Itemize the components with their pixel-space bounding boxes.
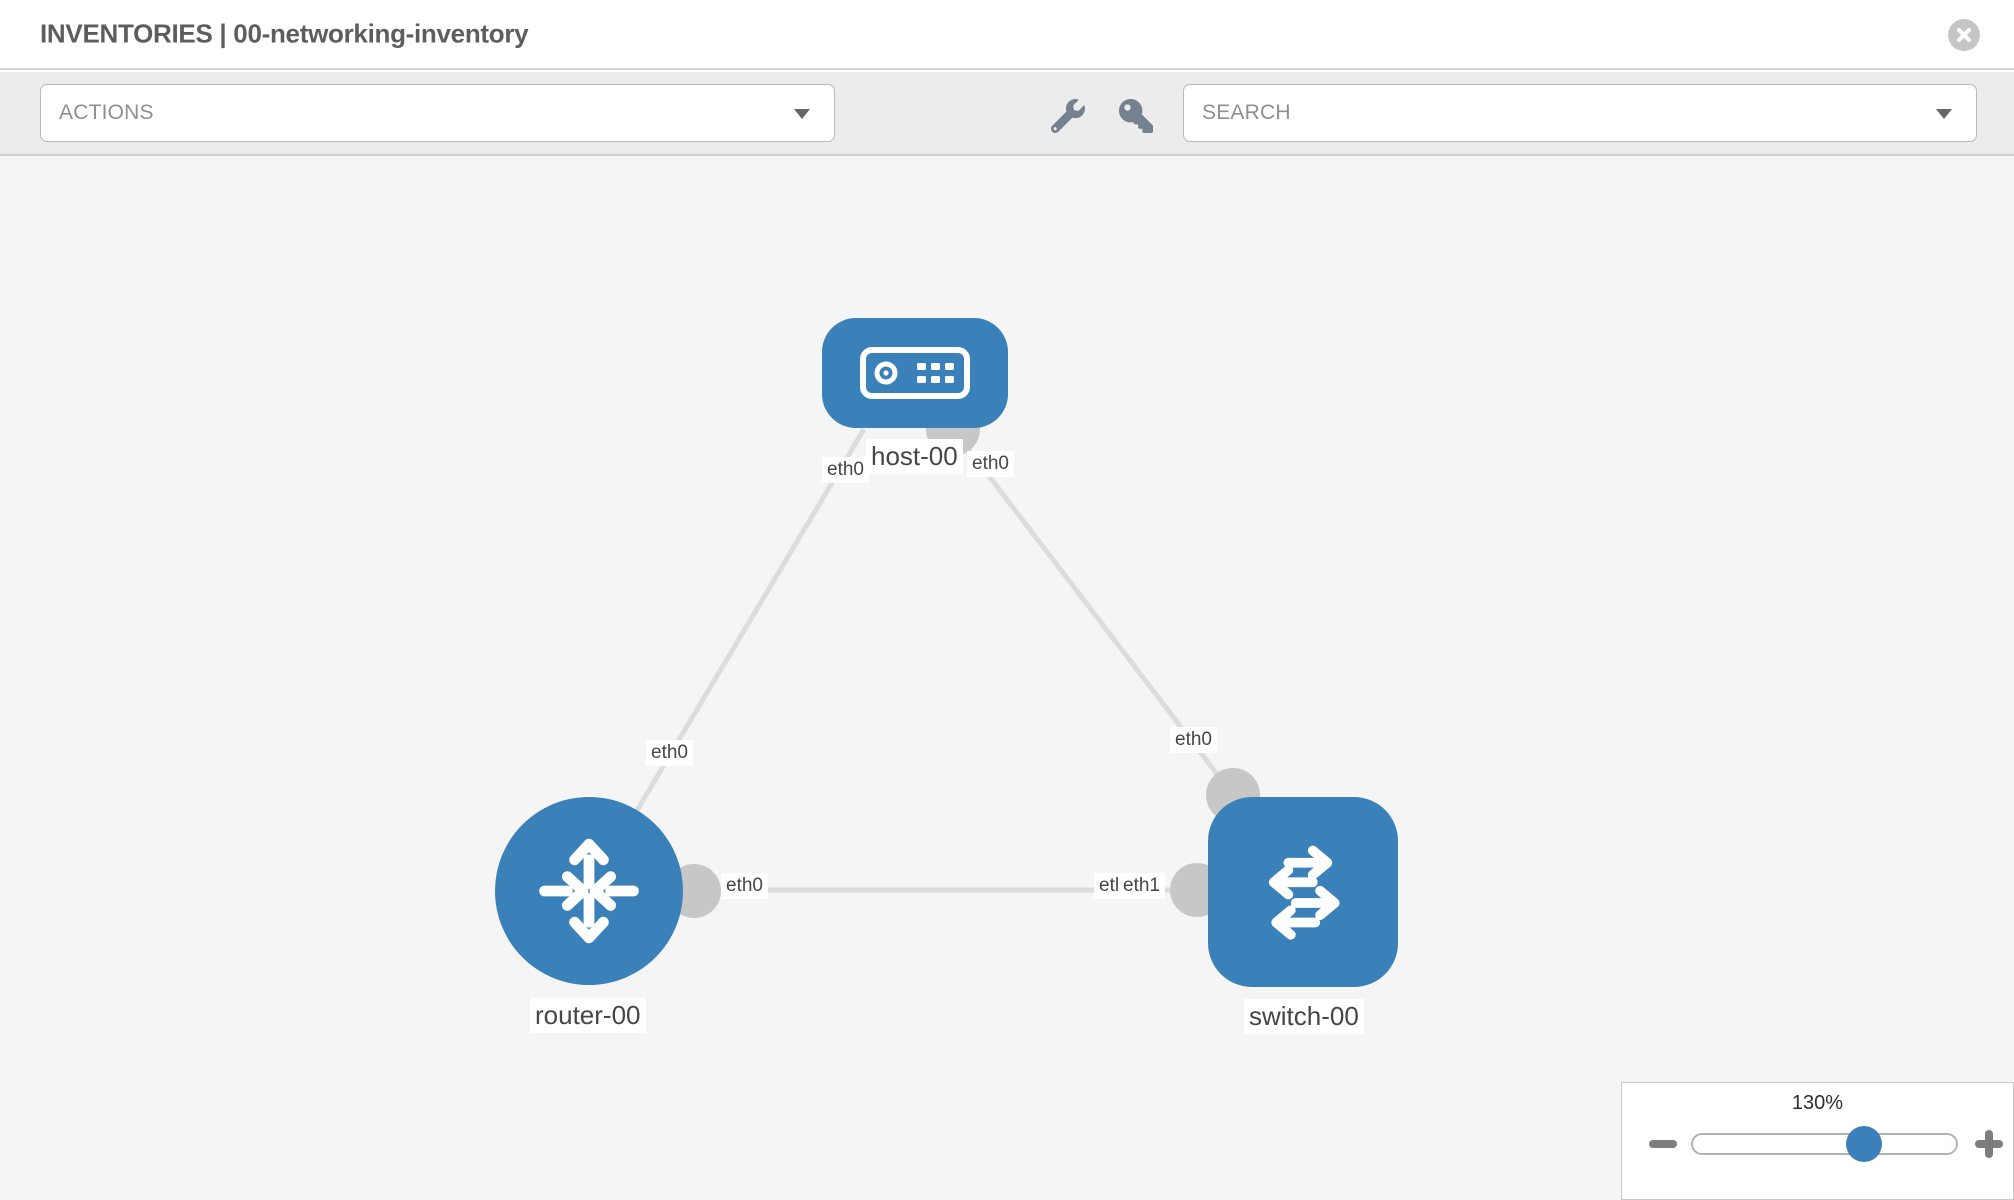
- iface-label-switch-eth1: eth1: [1118, 873, 1165, 899]
- iface-label-switch-eth0: eth0: [1170, 727, 1217, 753]
- close-icon: [1957, 28, 1971, 42]
- node-router-00[interactable]: [495, 797, 683, 985]
- actions-dropdown-label: ACTIONS: [59, 101, 154, 124]
- zoom-control-panel: 130%: [1621, 1082, 2014, 1200]
- actions-dropdown[interactable]: ACTIONS: [40, 84, 835, 142]
- iface-label-host-eth0-right: eth0: [967, 451, 1014, 477]
- topology-links: [586, 427, 1235, 893]
- minus-icon: [1649, 1140, 1677, 1148]
- configure-tools-button[interactable]: [1051, 98, 1087, 134]
- iface-label-host-eth0: eth0: [822, 457, 869, 483]
- caret-down-icon: [794, 109, 810, 119]
- node-label-host: host-00: [866, 439, 963, 474]
- iface-label-router-eth0-horizontal: eth0: [721, 873, 768, 899]
- toolbar: ACTIONS SEARCH: [0, 72, 2014, 156]
- search-dropdown[interactable]: SEARCH: [1183, 84, 1977, 142]
- node-switch-00[interactable]: [1208, 797, 1398, 987]
- iface-label-router-eth0-diagonal: eth0: [646, 740, 693, 766]
- key-icon: [1119, 99, 1153, 133]
- credentials-key-button[interactable]: [1119, 98, 1155, 134]
- zoom-in-button[interactable]: [1975, 1130, 2003, 1158]
- zoom-slider-track[interactable]: [1691, 1133, 1958, 1155]
- switch-arrows-icon: [1268, 845, 1340, 940]
- close-button[interactable]: [1948, 19, 1980, 51]
- zoom-slider-knob[interactable]: [1846, 1126, 1882, 1162]
- search-dropdown-label: SEARCH: [1202, 101, 1291, 124]
- topology-canvas[interactable]: host-00 router-00 switch-00 eth0 eth0 et…: [0, 156, 2014, 1200]
- node-label-switch: switch-00: [1244, 999, 1364, 1034]
- server-icon: [860, 347, 970, 399]
- wrench-icon: [1051, 99, 1085, 133]
- titlebar: INVENTORIES | 00-networking-inventory: [0, 0, 2014, 70]
- router-arrows-icon: [539, 838, 639, 944]
- node-label-router: router-00: [530, 998, 646, 1033]
- caret-down-icon: [1936, 109, 1952, 119]
- page-title: INVENTORIES | 00-networking-inventory: [40, 18, 529, 49]
- zoom-out-button[interactable]: [1649, 1131, 1677, 1157]
- zoom-level-value: 130%: [1791, 1092, 1844, 1114]
- node-host-00[interactable]: [822, 318, 1008, 428]
